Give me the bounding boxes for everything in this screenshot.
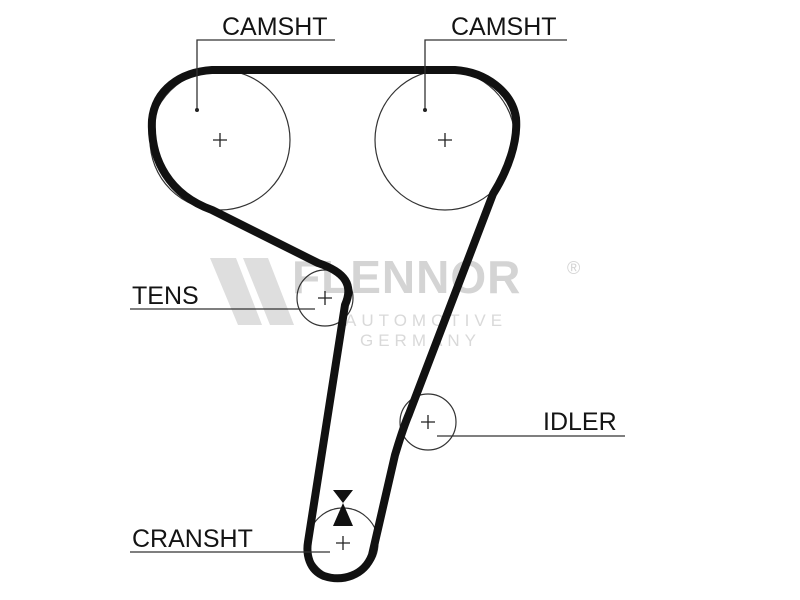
camshaft-right-leader — [424, 39, 567, 110]
camshaft-left-leader — [196, 39, 335, 110]
watermark-brand: FLENNOR — [292, 251, 521, 303]
tensioner-label: TENS — [132, 282, 199, 310]
camshaft-left-label: CAMSHT — [222, 13, 328, 41]
timing-belt — [147, 66, 521, 583]
pulley-center-marks — [213, 133, 452, 550]
camshaft-left-leader-dot — [195, 108, 199, 112]
crank-timing-mark — [333, 490, 353, 526]
camshaft-right-label: CAMSHT — [451, 13, 557, 41]
watermark-line2: GERMANY — [360, 331, 481, 350]
camshaft-right-leader-dot — [423, 108, 427, 112]
idler-pulley — [399, 393, 457, 451]
watermark-logo-mark — [210, 258, 294, 325]
tensioner-pulley — [296, 269, 354, 327]
idler-label: IDLER — [543, 408, 617, 436]
watermark-registered: ® — [567, 258, 580, 278]
crankshaft-label: CRANSHT — [132, 525, 253, 553]
watermark: FLENNOR ® AUTOMOTIVE GERMANY — [210, 251, 580, 350]
watermark-line1: AUTOMOTIVE — [345, 311, 507, 330]
